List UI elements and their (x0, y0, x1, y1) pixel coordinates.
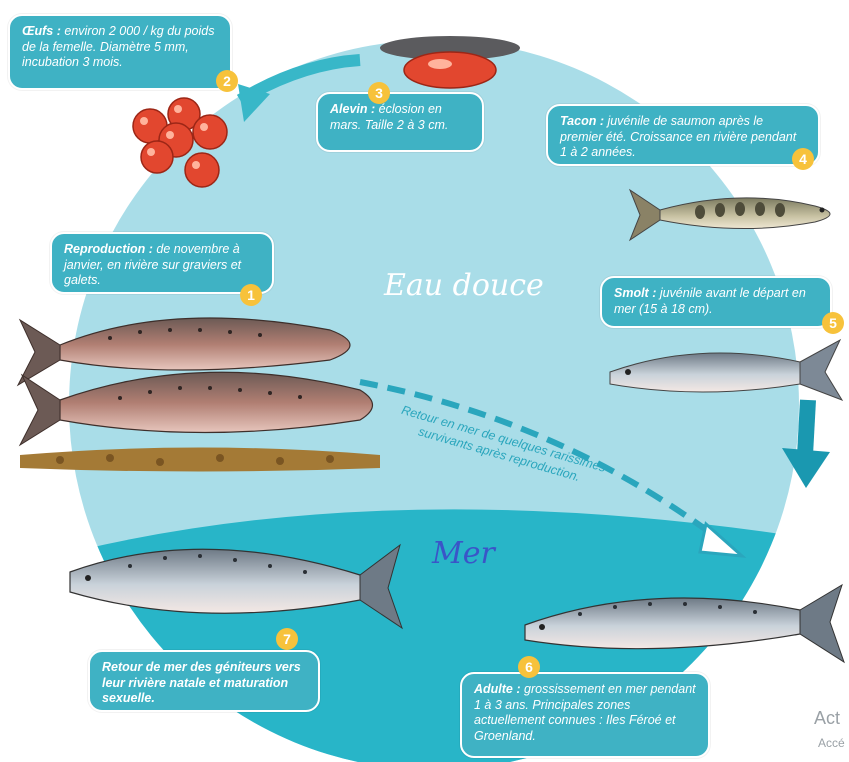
step-label: Alevin : (330, 102, 375, 116)
step-label: Reproduction : (64, 242, 153, 256)
step-number-badge: 7 (276, 628, 298, 650)
watermark-line2: Accé (818, 736, 845, 750)
step-callout-eggs: Œufs : environ 2 000 / kg du poids de la… (8, 14, 232, 90)
step-callout-smolt: Smolt : juvénile avant le départ en mer … (600, 276, 832, 328)
step-label: Tacon : (560, 114, 604, 128)
cycle-arrow-right (805, 400, 808, 455)
step-number-badge: 2 (216, 70, 238, 92)
step-number-badge: 6 (518, 656, 540, 678)
step-number-badge: 5 (822, 312, 844, 334)
fresh-water-label: Eau douce (384, 268, 544, 303)
step-number-badge: 4 (792, 148, 814, 170)
step-label: Adulte : (474, 682, 521, 696)
step-callout-alevin: Alevin : éclosion en mars. Taille 2 à 3 … (316, 92, 484, 152)
step-label: Œufs : (22, 24, 61, 38)
step-callout-return: Retour de mer des géniteurs vers leur ri… (88, 650, 320, 712)
sea-label: Mer (432, 536, 495, 571)
watermark-line1: Act (814, 708, 840, 729)
step-callout-adult: Adulte : grossissement en mer pendant 1 … (460, 672, 710, 758)
step-text: Retour de mer des géniteurs vers leur ri… (102, 660, 301, 705)
step-callout-reproduction: Reproduction : de novembre à janvier, en… (50, 232, 274, 294)
step-callout-tacon: Tacon : juvénile de saumon après le prem… (546, 104, 820, 166)
step-number-badge: 1 (240, 284, 262, 306)
step-number-badge: 3 (368, 82, 390, 104)
step-label: Smolt : (614, 286, 656, 300)
